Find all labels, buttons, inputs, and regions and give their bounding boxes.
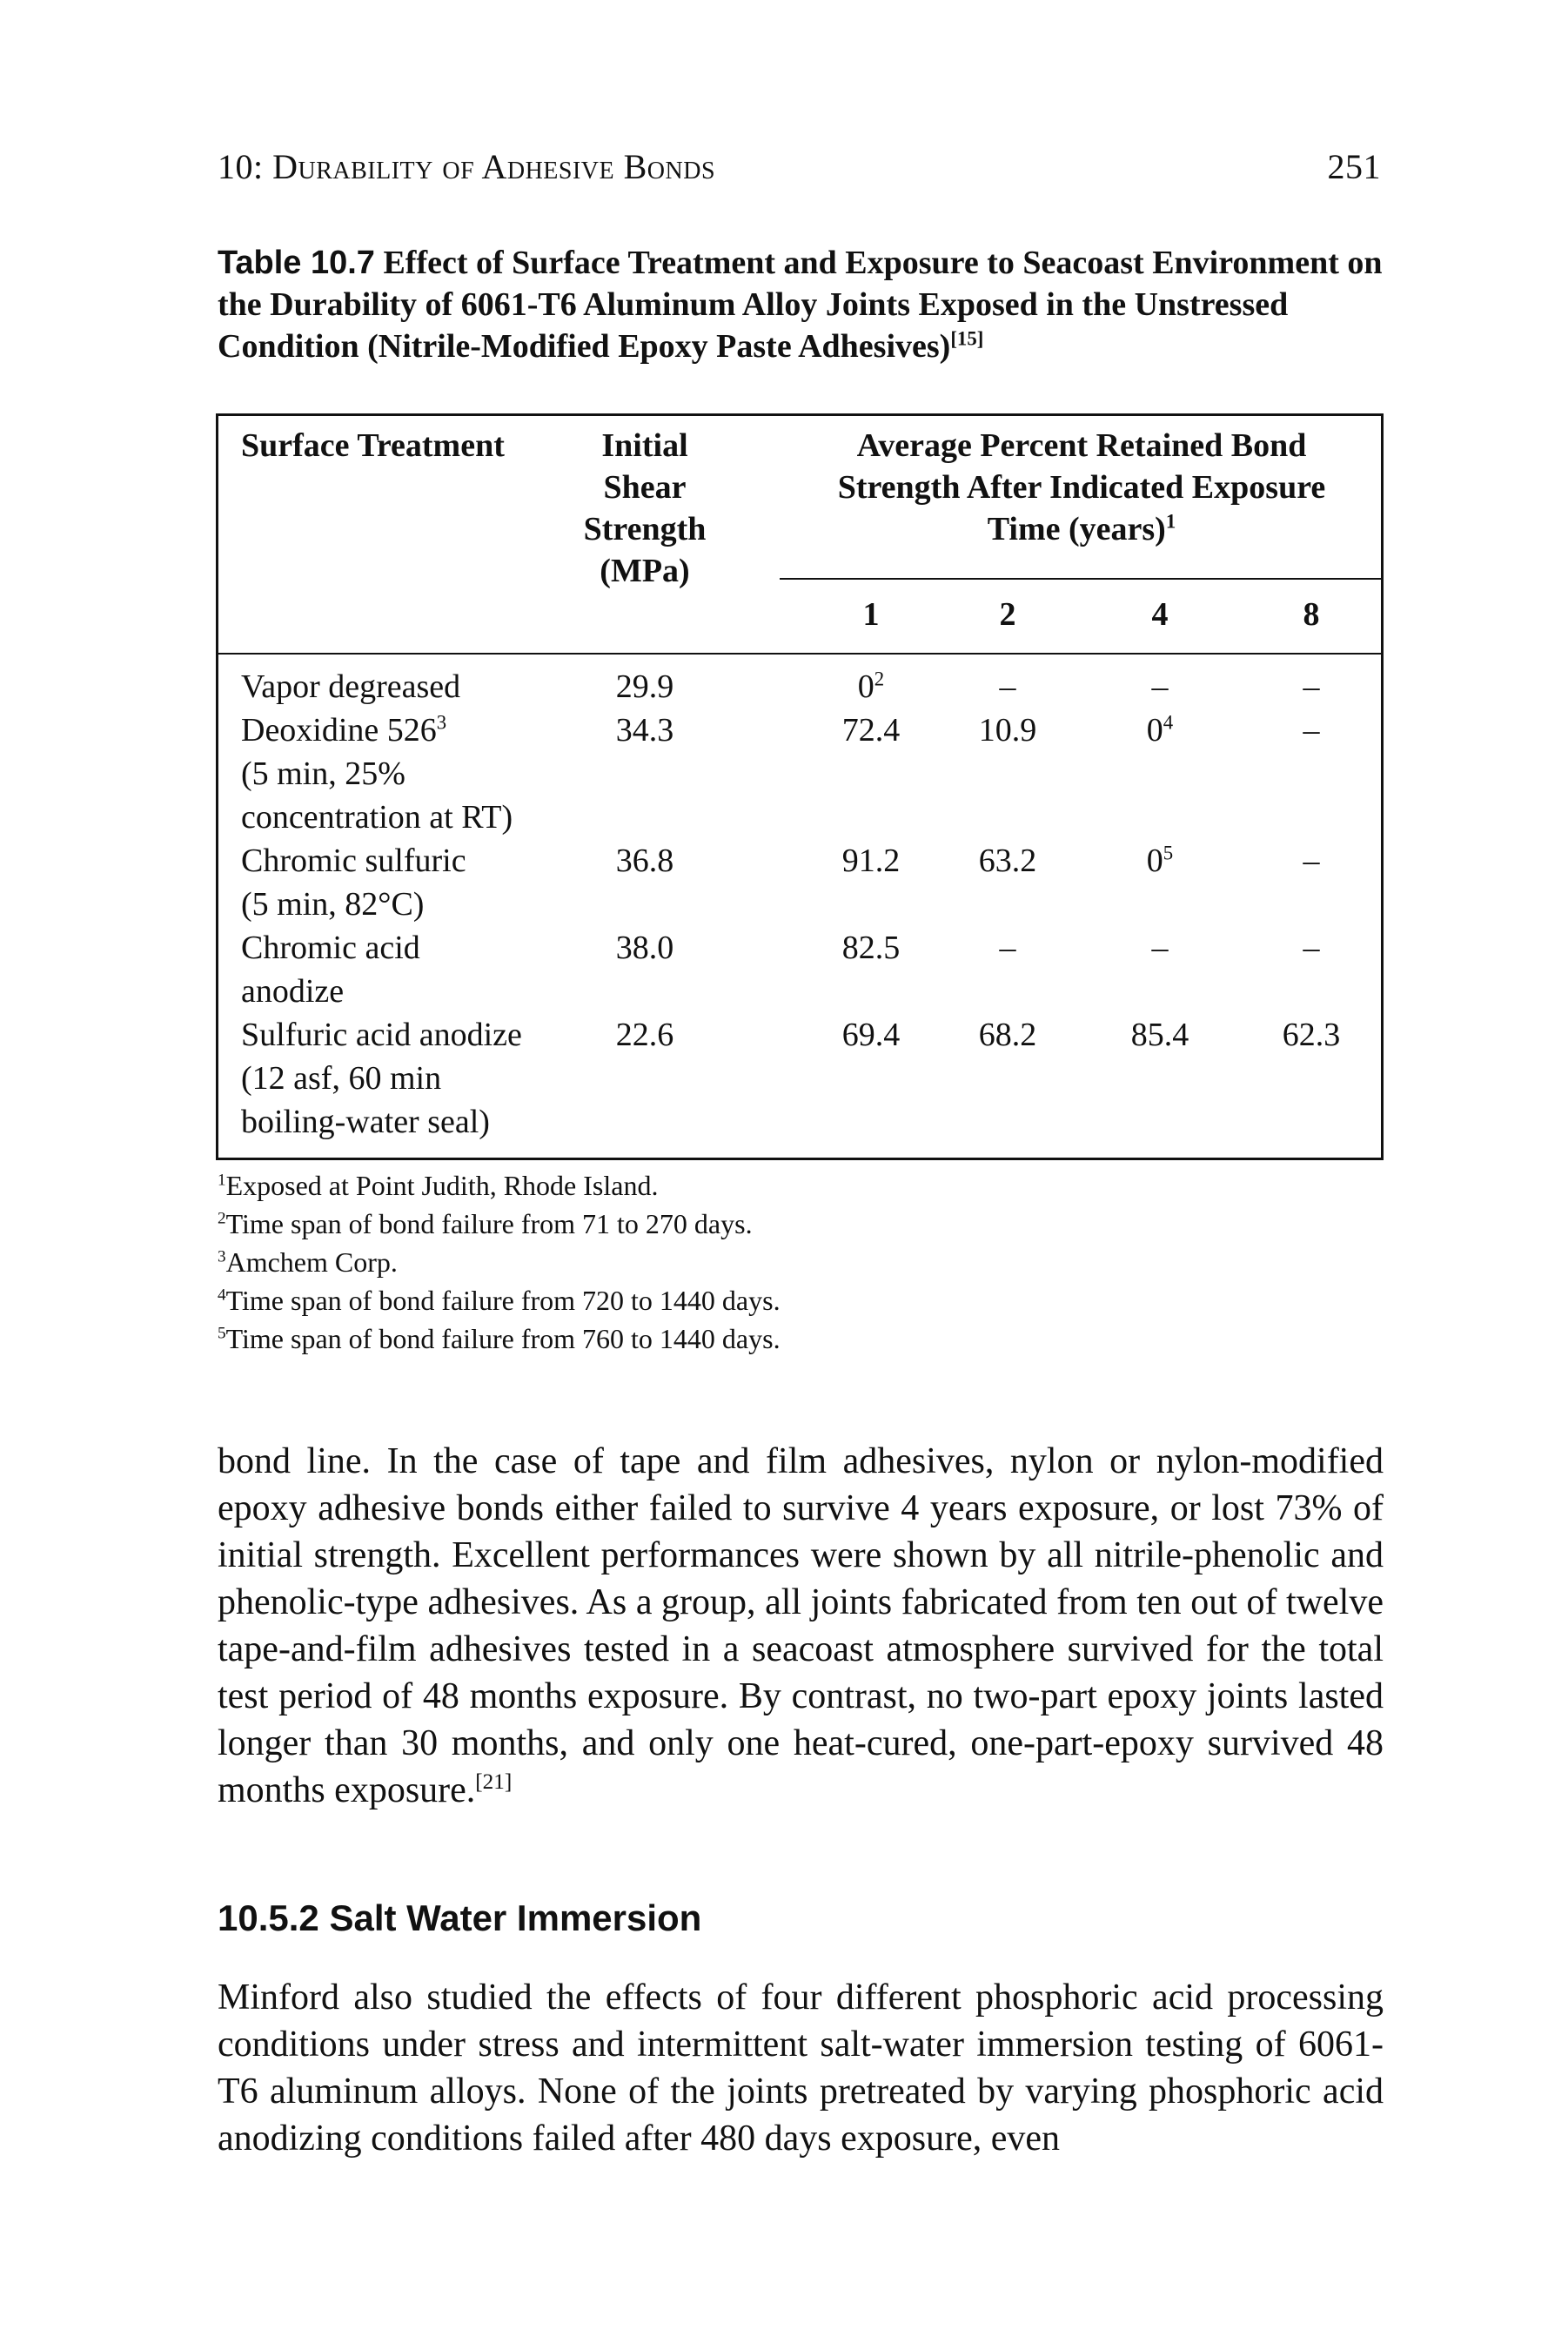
- table-cell-year-4: 85.4: [1130, 1017, 1189, 1053]
- table-cell-year-4: –: [1151, 668, 1169, 705]
- table-row-treatment: Chromic sulfuric (5 min, 82°C): [241, 843, 466, 923]
- table-row-treatment: Chromic acid anodize: [241, 930, 420, 1010]
- table-row-treatment: Vapor degreased: [241, 668, 461, 705]
- table-cell-year-2: 10.9: [978, 712, 1037, 749]
- page-number: 251: [1327, 147, 1381, 186]
- body-paragraph: Minford also studied the effects of four…: [218, 1977, 1384, 2159]
- footnote: 5Time span of bond failure from 760 to 1…: [218, 1323, 781, 1354]
- table-cell-initial: 34.3: [615, 712, 674, 749]
- footnote: 4Time span of bond failure from 720 to 1…: [218, 1285, 781, 1316]
- table-footnotes: 1Exposed at Point Judith, Rhode Island. …: [218, 1166, 781, 1358]
- col-header-average-retained: Average Percent Retained Bond Strength A…: [837, 427, 1326, 547]
- table-cell-year-2: –: [999, 668, 1016, 705]
- table-cell-year-2: 63.2: [978, 843, 1037, 879]
- table-cell-year-2: 68.2: [978, 1017, 1037, 1053]
- table-cell-initial: 38.0: [615, 930, 674, 966]
- running-head: 10: Durability of Adhesive Bonds 251: [218, 146, 1381, 187]
- table-cell-year-1: 91.2: [841, 843, 901, 879]
- header-rule: [218, 653, 1381, 655]
- data-table: Surface Treatment Initial Shear Strength…: [216, 413, 1384, 1160]
- table-row-treatment: Deoxidine 5263 (5 min, 25% concentration…: [241, 711, 513, 836]
- footnote: 1Exposed at Point Judith, Rhode Island.: [218, 1170, 659, 1201]
- chapter-number: 10:: [218, 147, 264, 186]
- header-subrule: [780, 578, 1384, 580]
- chapter-title: Durability of Adhesive Bonds: [272, 147, 716, 186]
- col-header-year-4: 4: [1151, 596, 1169, 633]
- table-cell-year-8: –: [1303, 930, 1320, 966]
- table-cell-year-4: 04: [1146, 711, 1174, 749]
- table-caption: Table 10.7 Effect of Surface Treatment a…: [218, 242, 1394, 367]
- table-caption-ref: [15]: [950, 327, 984, 350]
- table-cell-initial: 29.9: [615, 668, 674, 705]
- table-cell-year-1: 02: [857, 668, 885, 705]
- table-caption-text: Effect of Surface Treatment and Exposure…: [218, 245, 1383, 365]
- chapter-heading: 10: Durability of Adhesive Bonds: [218, 146, 715, 187]
- col-header-surface-treatment: Surface Treatment: [241, 427, 505, 464]
- col-header-year-8: 8: [1303, 596, 1320, 633]
- table-cell-year-1: 72.4: [841, 712, 901, 749]
- footnote: 3Amchem Corp.: [218, 1246, 398, 1278]
- col-header-year-1: 1: [862, 596, 880, 633]
- table-cell-year-8: –: [1303, 712, 1320, 749]
- col-header-initial-strength: Initial Shear Strength (MPa): [583, 427, 707, 589]
- table-label: Table 10.7: [218, 245, 375, 281]
- table-cell-year-1: 82.5: [841, 930, 901, 966]
- table-cell-year-1: 69.4: [841, 1017, 901, 1053]
- citation-ref: [21]: [475, 1770, 513, 1794]
- table-row-treatment: Sulfuric acid anodize (12 asf, 60 min bo…: [241, 1017, 522, 1140]
- body-paragraph: bond line. In the case of tape and film …: [218, 1441, 1384, 1810]
- footnote: 2Time span of bond failure from 71 to 27…: [218, 1208, 753, 1239]
- table-cell-year-4: –: [1151, 930, 1169, 966]
- table-cell-year-4: 05: [1146, 842, 1174, 879]
- table-cell-year-8: 62.3: [1282, 1017, 1341, 1053]
- section-heading: 10.5.2 Salt Water Immersion: [218, 1897, 702, 1938]
- table-cell-year-8: –: [1303, 843, 1320, 879]
- table-cell-initial: 36.8: [615, 843, 674, 879]
- col-header-year-2: 2: [999, 596, 1016, 633]
- table-cell-year-8: –: [1303, 668, 1320, 705]
- table-cell-year-2: –: [999, 930, 1016, 966]
- table-cell-initial: 22.6: [615, 1017, 674, 1053]
